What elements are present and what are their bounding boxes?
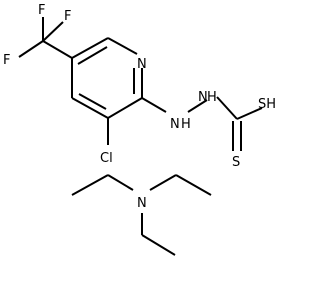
bond-cf3-c-to-ring	[42, 40, 73, 59]
bond-et2-ch2-ch3	[175, 174, 212, 196]
atom-label-hydrazine-h2: H	[207, 90, 217, 105]
bond-nh-nh	[187, 99, 208, 113]
bond-et1-ch3-ch2	[71, 174, 109, 196]
atom-label-f-top: F	[38, 3, 45, 18]
bond-ring-c3-c4-inner	[78, 93, 107, 110]
molecule-canvas: F F F N N H N H SH S Cl N	[3, 3, 277, 256]
atom-label-amine-n: N	[137, 196, 147, 211]
chemical-structure-diagram: F F F N N H N H SH S Cl N	[3, 3, 276, 256]
bond-ring-c5-c6	[71, 37, 109, 59]
atom-label-hydrazine-h1: H	[181, 117, 191, 132]
bond-ring-c2-c3	[107, 97, 143, 119]
atom-label-thione-s: S	[232, 155, 240, 170]
bond-et2-n-ch2	[149, 174, 177, 191]
bond-c-sh	[236, 107, 263, 120]
bond-ring-c5-c6-inner	[77, 46, 108, 65]
atom-label-f-left: F	[3, 53, 10, 68]
bond-et1-ch2-n	[107, 174, 134, 191]
bond-nh-c-thio	[216, 96, 238, 120]
atom-label-ring-n: N	[137, 57, 147, 72]
bond-c2-nh	[141, 97, 167, 113]
bond-ring-c3-c4	[71, 97, 109, 119]
atom-label-thiol-sh: SH	[258, 97, 276, 112]
bond-cf3-c-f-left	[18, 40, 44, 58]
atom-label-cl: Cl	[100, 151, 113, 166]
atom-label-hydrazine-n2: N	[198, 90, 208, 105]
atom-label-hydrazine-n1: N	[170, 117, 180, 132]
bond-et3-ch2-ch3	[141, 234, 176, 256]
bond-cf3-c-f-right	[42, 21, 64, 42]
atom-label-f-right: F	[64, 9, 71, 24]
bond-ring-c6-n1	[107, 37, 138, 55]
